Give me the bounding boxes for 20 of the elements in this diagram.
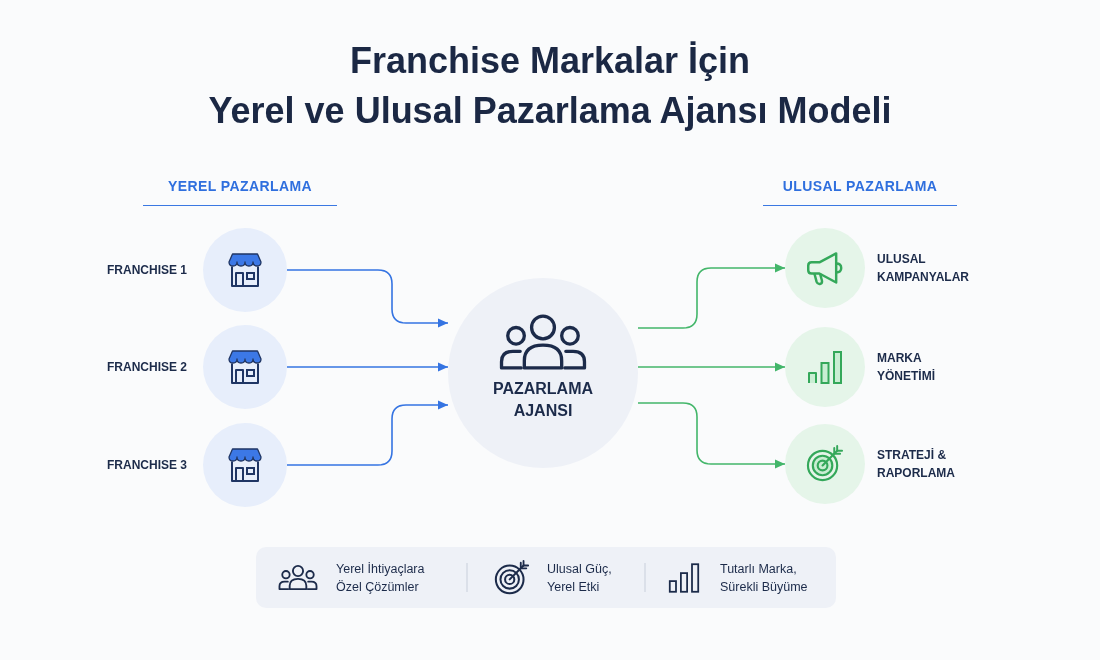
benefit-text: Tutarlı Marka, Sürekli Büyüme [720,560,809,596]
arrow [286,400,449,466]
arrow [286,269,449,328]
node-label: FRANCHISE 2 [107,359,187,376]
benefit-text: Ulusal Güç, Yerel Etki [547,560,613,596]
section-heading: ULUSAL PAZARLAMA [782,178,938,194]
node-label: PAZARLAMA AJANSI [491,379,595,421]
node-label: ULUSAL KAMPANYALAR [877,251,970,286]
node-label: MARKA YÖNETİMİ [877,350,936,385]
arrow [637,402,786,469]
node-label: STRATEJİ & RAPORLAMA [877,447,956,482]
benefit-text: Yerel İhtiyaçlara Özel Çözümler [336,560,426,596]
summary-panel [256,547,836,608]
node-label: FRANCHISE 1 [107,262,187,279]
node-label: FRANCHISE 3 [107,457,187,474]
diagram-title: Franchise Markalar İçin Yerel ve Ulusal Pazarlama Ajansı Modeli [207,39,893,133]
arrow [286,362,449,372]
section-heading: YEREL PAZARLAMA [168,178,312,194]
arrow [637,362,786,372]
arrow [637,263,786,329]
